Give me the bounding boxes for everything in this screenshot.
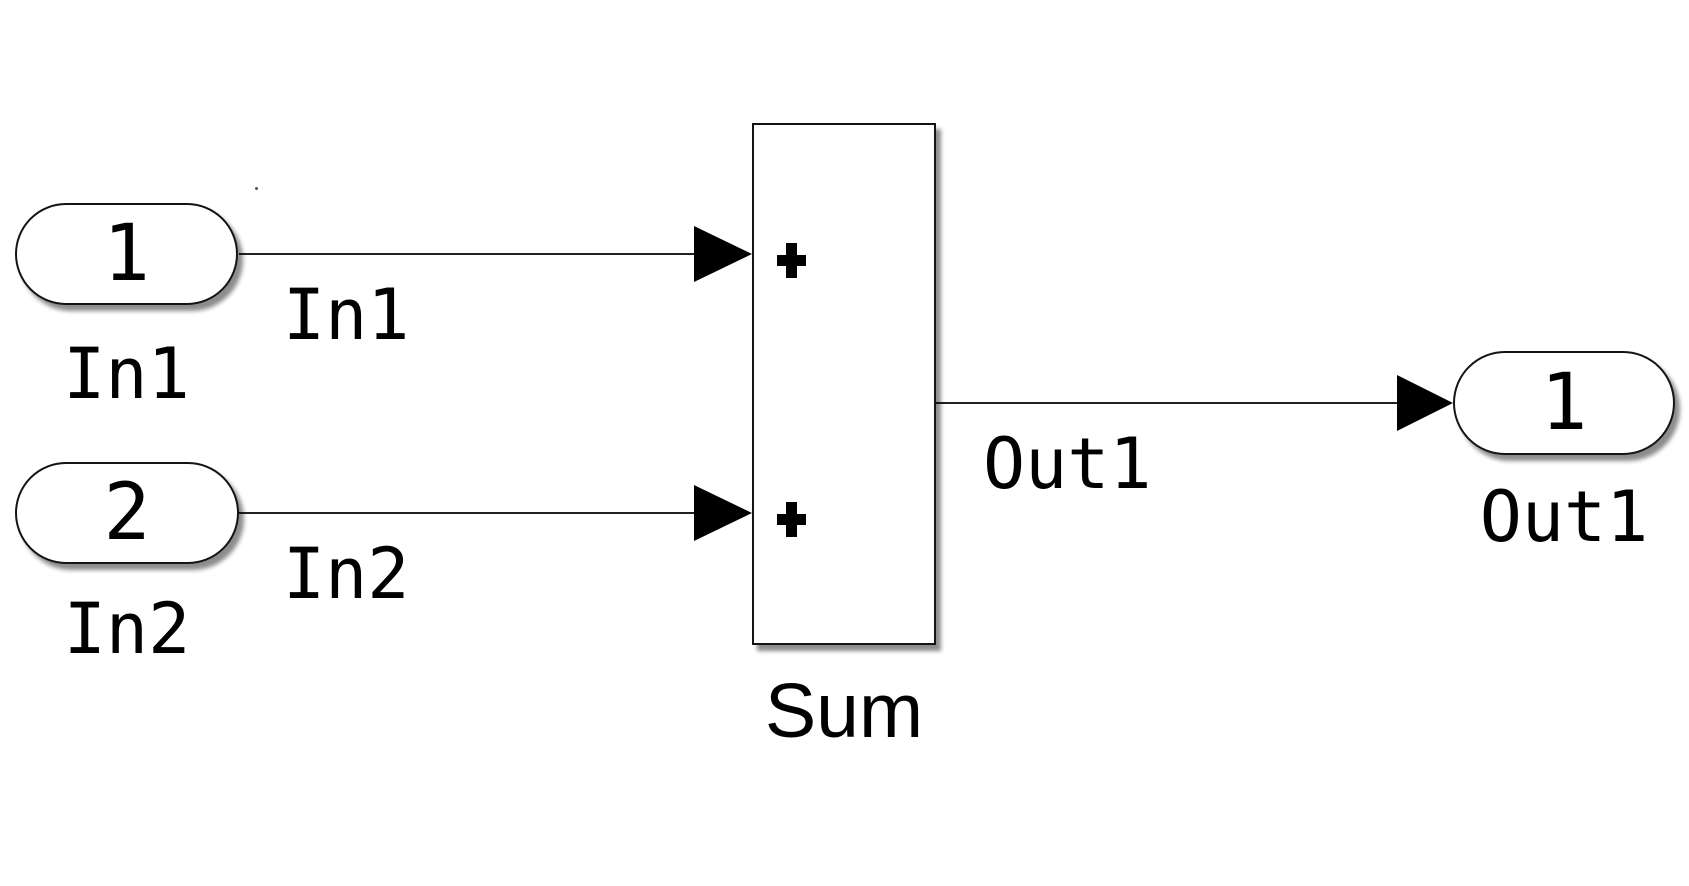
sum-plus-sign-bottom: + <box>777 502 806 537</box>
sum-block[interactable] <box>752 123 936 645</box>
outport-out1-number: 1 <box>1540 358 1588 448</box>
stray-dot <box>255 187 258 190</box>
signal-wire-in2-to-sum[interactable] <box>239 512 695 514</box>
inport-in1-number: 1 <box>103 209 150 299</box>
arrowhead-sum-to-out1[interactable] <box>1397 375 1453 431</box>
arrowhead-in2-to-sum[interactable] <box>694 485 752 541</box>
signal-label-in1[interactable]: In1 <box>283 274 410 356</box>
inport-block-in1[interactable]: 1 <box>15 203 238 305</box>
inport-in2-name-label[interactable]: In2 <box>63 588 191 670</box>
inport-in1-name-label[interactable]: In1 <box>63 333 190 415</box>
sum-block-name-label[interactable]: Sum <box>764 668 924 754</box>
arrowhead-in1-to-sum[interactable] <box>694 226 752 282</box>
inport-in2-number: 2 <box>103 468 151 558</box>
inport-block-in2[interactable]: 2 <box>15 462 239 564</box>
sum-plus-sign-top: + <box>777 243 806 278</box>
signal-wire-sum-to-out1[interactable] <box>936 402 1398 404</box>
signal-label-out1[interactable]: Out1 <box>983 423 1152 505</box>
outport-block-out1[interactable]: 1 <box>1453 351 1675 455</box>
signal-label-in2[interactable]: In2 <box>283 533 410 615</box>
plus-vertical-bar <box>786 243 797 278</box>
plus-vertical-bar <box>786 502 797 537</box>
outport-out1-name-label[interactable]: Out1 <box>1479 476 1649 558</box>
signal-wire-in1-to-sum[interactable] <box>239 253 695 255</box>
